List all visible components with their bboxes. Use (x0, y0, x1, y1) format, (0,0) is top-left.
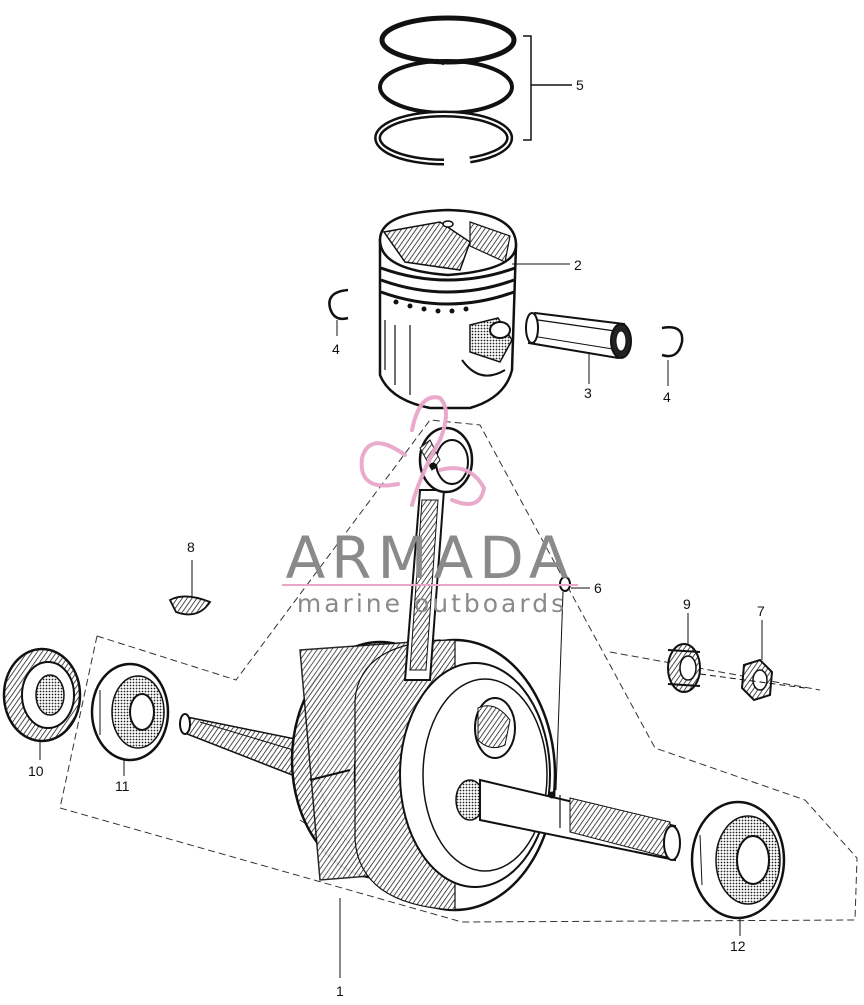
callout-3: 3 (584, 385, 592, 401)
watermark: ARMADA marine outboards (282, 395, 578, 618)
piston-ring-oil (374, 110, 514, 166)
callout-labels: 1 2 3 4 4 5 6 7 8 9 10 11 12 (28, 77, 765, 999)
watermark-tagline: marine outboards (297, 589, 567, 618)
callout-5: 5 (576, 77, 584, 93)
crankshaft-nut (740, 658, 774, 702)
callout-9: 9 (683, 596, 691, 612)
callout-12: 12 (730, 938, 746, 954)
callout-10: 10 (28, 763, 44, 779)
piston (378, 208, 518, 410)
bracket-5 (523, 35, 572, 141)
piston-pin-clip-right (661, 326, 684, 358)
piston-pin (525, 311, 632, 360)
callout-4-right: 4 (663, 389, 671, 405)
lock-washer (667, 643, 701, 693)
ball-bearing-left (90, 662, 170, 762)
watermark-logo (359, 395, 487, 507)
leader-6-down (555, 591, 564, 791)
oil-seal (2, 647, 82, 743)
callout-6: 6 (594, 580, 602, 596)
piston-rings (374, 15, 517, 166)
callout-8: 8 (187, 539, 195, 555)
callout-1: 1 (336, 983, 344, 999)
piston-ring-middle (378, 58, 514, 115)
piston-pin-clip-left (328, 288, 349, 321)
callout-11: 11 (115, 778, 130, 794)
axis-dash (699, 673, 806, 689)
callout-7: 7 (757, 603, 765, 619)
watermark-brand: ARMADA (285, 524, 574, 592)
callout-2: 2 (574, 257, 582, 273)
piston-ring-top (379, 15, 517, 65)
ball-bearing-right (690, 800, 786, 920)
woodruff-key (168, 595, 212, 616)
crankshaft-assembly (179, 638, 681, 912)
callout-4-left: 4 (332, 341, 340, 357)
